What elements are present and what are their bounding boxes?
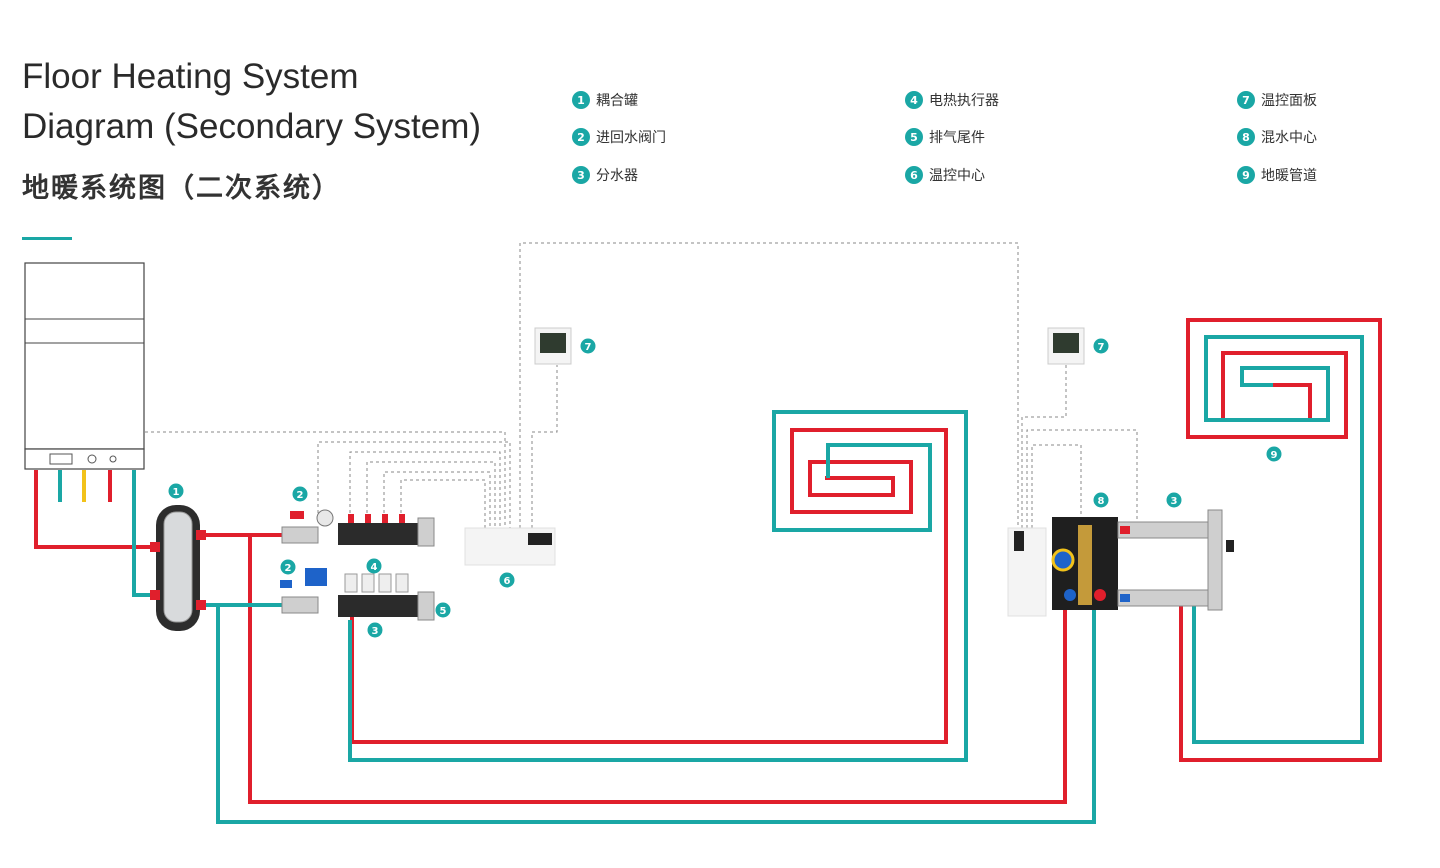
marker-9-badge <box>1266 446 1282 462</box>
marker-3a-badge <box>367 622 383 638</box>
legend-label: 温控中心 <box>929 168 985 184</box>
marker-3a: 3 <box>372 626 379 637</box>
legend-item-7: 7 温控面板 <box>1237 90 1317 110</box>
return-pipes <box>58 335 1364 824</box>
legend-label: 进回水阀门 <box>596 130 666 146</box>
mixing-center <box>1051 517 1118 610</box>
legend-label: 分水器 <box>596 168 638 184</box>
title-line-1: Floor Heating System <box>22 57 359 96</box>
marker-4-badge <box>366 558 382 574</box>
marker-7b-badge <box>1093 338 1109 354</box>
marker-1: 1 <box>173 487 180 498</box>
marker-3b-badge <box>1166 492 1182 508</box>
legend-number: 9 <box>1237 166 1255 184</box>
legend-item-9: 9 地暖管道 <box>1237 165 1317 185</box>
legend-item-8: 8 混水中心 <box>1237 127 1317 147</box>
marker-2a: 2 <box>297 490 304 501</box>
control-wiring <box>145 242 1138 528</box>
marker-7b: 7 <box>1098 342 1105 353</box>
title-accent-line <box>22 237 72 240</box>
legend-label: 温控面板 <box>1261 93 1317 109</box>
legend-number: 6 <box>905 166 923 184</box>
diagram-title: Floor Heating System Diagram (Secondary … <box>22 52 481 152</box>
marker-6: 6 <box>504 576 511 587</box>
marker-5: 5 <box>440 606 447 617</box>
diagram-title-cn: 地暖系统图（二次系统） <box>22 173 341 204</box>
marker-7a-badge <box>580 338 596 354</box>
marker-8: 8 <box>1098 496 1105 507</box>
legend-label: 地暖管道 <box>1261 168 1317 184</box>
legend-item-4: 4 电热执行器 <box>905 90 999 110</box>
legend-number: 4 <box>905 91 923 109</box>
right-manifold <box>1117 509 1234 611</box>
marker-5-badge <box>435 602 451 618</box>
legend-item-5: 5 排气尾件 <box>905 127 985 147</box>
right-control-box <box>1007 527 1047 617</box>
thermostat-panel-right <box>1047 327 1085 365</box>
marker-6-badge <box>499 572 515 588</box>
legend-number: 1 <box>572 91 590 109</box>
title-line-2: Diagram (Secondary System) <box>22 107 482 146</box>
legend-label: 电热执行器 <box>929 93 999 109</box>
legend-item-6: 6 温控中心 <box>905 165 985 185</box>
marker-2b: 2 <box>285 563 292 574</box>
marker-4: 4 <box>371 562 378 573</box>
legend-number: 7 <box>1237 91 1255 109</box>
legend-label: 混水中心 <box>1261 130 1317 146</box>
legend-number: 2 <box>572 128 590 146</box>
marker-7a: 7 <box>585 342 592 353</box>
legend-label: 排气尾件 <box>929 130 985 146</box>
supply-pipes <box>34 318 1382 804</box>
marker-2b-badge <box>280 559 296 575</box>
boiler <box>24 262 145 470</box>
left-manifold <box>280 509 435 621</box>
diagram-markers: 1 2 2 3 4 5 6 7 7 8 3 9 <box>168 338 1282 638</box>
control-center <box>464 527 556 566</box>
legend-number: 3 <box>572 166 590 184</box>
legend-number: 8 <box>1237 128 1255 146</box>
marker-2a-badge <box>292 486 308 502</box>
thermostat-panel-left <box>534 327 572 365</box>
coupling-tank <box>150 505 206 631</box>
legend-item-2: 2 进回水阀门 <box>572 127 666 147</box>
marker-3b: 3 <box>1171 496 1178 507</box>
legend-item-1: 1 耦合罐 <box>572 90 638 110</box>
legend-label: 耦合罐 <box>596 93 638 109</box>
legend-number: 5 <box>905 128 923 146</box>
marker-9: 9 <box>1271 450 1278 461</box>
marker-8-badge <box>1093 492 1109 508</box>
legend-item-3: 3 分水器 <box>572 165 638 185</box>
marker-1-badge <box>168 483 184 499</box>
